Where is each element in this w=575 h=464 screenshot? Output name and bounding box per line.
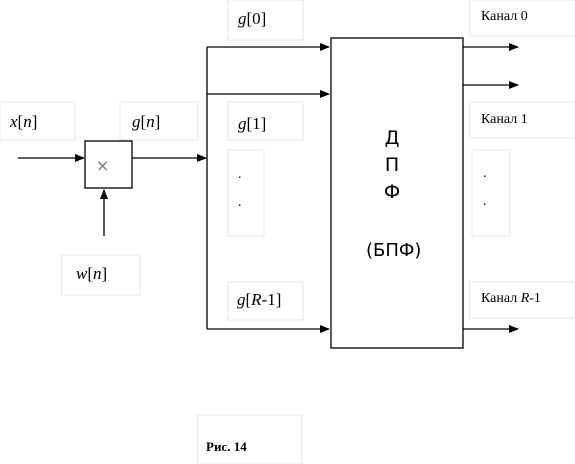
frame-ch-last (469, 281, 575, 319)
label-window-w: w[n] (76, 264, 108, 283)
label-channel-last: Канал R-1 (481, 291, 541, 306)
label-branch1: g[1] (238, 114, 267, 133)
multiplier-box (84, 140, 133, 189)
frame-dots-mid (227, 149, 265, 237)
ellipsis-dot-mid-2: . (238, 195, 242, 210)
ellipsis-dot-right-1: . (483, 166, 487, 181)
dft-letter-1: Д (384, 127, 400, 149)
label-channel-0: Канал 0 (481, 9, 528, 24)
frame-ch0 (469, 0, 575, 37)
dft-block (330, 37, 464, 349)
ellipsis-dot-mid-1: . (238, 167, 242, 182)
frame-caption (197, 414, 303, 464)
dft-subtitle: (БПФ) (366, 240, 422, 261)
frame-dots-right (471, 149, 511, 237)
frame-g1 (227, 101, 304, 141)
label-mult-output: g[n] (132, 112, 161, 131)
label-branch-last: g[R-1] (237, 290, 282, 309)
frame-g-last (227, 281, 304, 321)
ellipsis-dot-right-2: . (483, 194, 487, 209)
frame-x (0, 101, 76, 141)
frame-ch1 (469, 101, 575, 139)
frame-g0 (227, 0, 304, 41)
frame-g-n (119, 101, 199, 141)
multiplier-symbol: × (96, 156, 110, 175)
frame-w (61, 254, 141, 296)
label-branch0: g[0] (238, 9, 267, 28)
dft-letter-3: Ф (383, 181, 401, 203)
dft-letter-2: П (384, 154, 400, 176)
figure-caption: Рис. 14 (206, 439, 247, 454)
label-channel-1: Канал 1 (481, 112, 528, 127)
label-input-x: x[n] (10, 112, 38, 131)
